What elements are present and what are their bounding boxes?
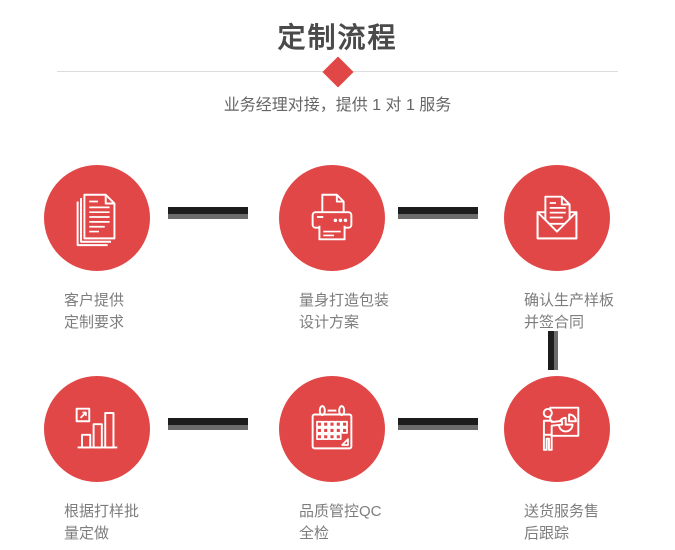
- process-step: 品质管控QC 全检: [279, 376, 385, 542]
- step-caption: 量身打造包装 设计方案: [299, 290, 389, 334]
- envelope-circle: [504, 165, 610, 271]
- caption-line: 送货服务售: [524, 503, 600, 520]
- step-caption: 品质管控QC 全检: [299, 501, 382, 545]
- bar-chart-circle: [44, 376, 150, 482]
- step-caption: 客户提供 定制要求: [64, 290, 124, 334]
- caption-line: 设计方案: [299, 314, 360, 331]
- page-title: 定制流程: [277, 22, 398, 53]
- documents-circle: [44, 165, 150, 271]
- process-step: 客户提供 定制要求: [44, 165, 150, 331]
- connector-bar: [398, 207, 478, 219]
- caption-line: 量身打造包装: [299, 292, 390, 309]
- caption-line: 客户提供: [64, 292, 125, 309]
- subtitle: 业务经理对接，提供 1 对 1 服务: [223, 97, 452, 114]
- diamond-icon: [322, 56, 354, 88]
- process-step: 送货服务售 后跟踪: [504, 376, 610, 542]
- step-caption: 确认生产样板 并签合同: [524, 290, 614, 334]
- process-step: 确认生产样板 并签合同: [504, 165, 614, 331]
- connector-bar: [168, 207, 248, 219]
- caption-line: 品质管控QC: [299, 503, 382, 520]
- connector-bar: [398, 418, 478, 430]
- presentation-circle: [504, 376, 610, 482]
- bar-chart-icon: [75, 407, 118, 449]
- connector-bar: [168, 418, 248, 430]
- step-caption: 根据打样批 量定做: [64, 501, 139, 545]
- caption-line: 定制要求: [64, 314, 125, 331]
- calendar-icon: [311, 405, 353, 450]
- caption-line: 并签合同: [524, 314, 585, 331]
- caption-line: 后跟踪: [524, 525, 570, 542]
- caption-line: 量定做: [64, 525, 110, 542]
- step-caption: 送货服务售 后跟踪: [524, 501, 599, 545]
- caption-line: 确认生产样板: [524, 292, 615, 309]
- printer-circle: [279, 165, 385, 271]
- open-envelope-icon: [536, 195, 578, 240]
- printer-icon: [311, 193, 353, 241]
- process-step: 量身打造包装 设计方案: [279, 165, 389, 331]
- caption-line: 根据打样批: [64, 503, 140, 520]
- process-step: 根据打样批 量定做: [44, 376, 150, 542]
- presentation-board-icon: [542, 406, 580, 451]
- connector-bar-vertical: [548, 331, 558, 370]
- caption-line: 全检: [299, 525, 330, 542]
- calendar-circle: [279, 376, 385, 482]
- documents-stack-icon: [76, 193, 116, 247]
